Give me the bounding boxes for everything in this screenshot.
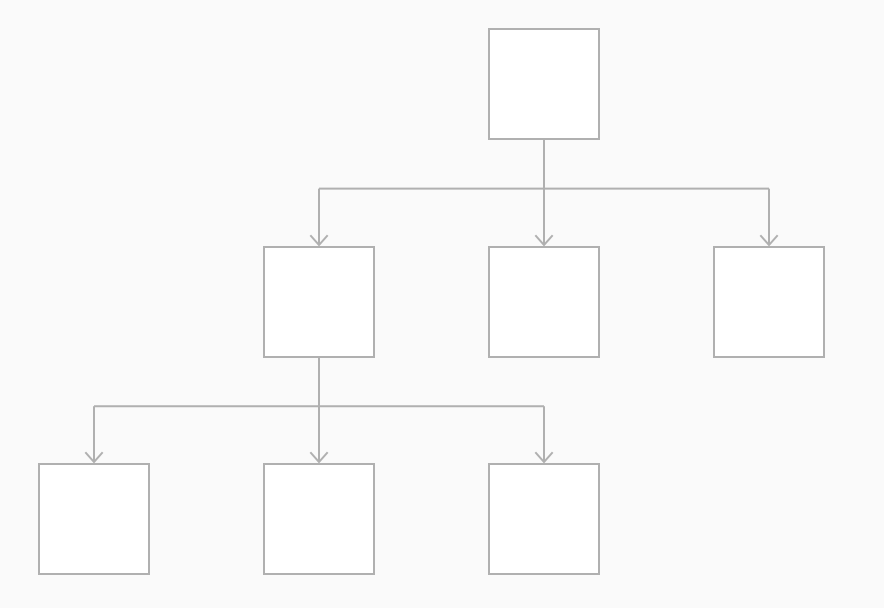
- node-grandchild-3: [488, 463, 600, 575]
- arrowhead-child-1: [309, 234, 329, 247]
- node-root: [488, 28, 600, 140]
- node-child-1: [263, 246, 375, 358]
- nodes-group: [38, 28, 825, 575]
- arrowhead-grandchild-1: [84, 451, 104, 464]
- edges-group: [84, 139, 779, 464]
- arrowhead-child-2: [534, 234, 554, 247]
- arrowhead-child-3: [759, 234, 779, 247]
- arrowhead-grandchild-3: [534, 451, 554, 464]
- node-grandchild-1: [38, 463, 150, 575]
- arrowhead-grandchild-2: [309, 451, 329, 464]
- node-grandchild-2: [263, 463, 375, 575]
- node-child-2: [488, 246, 600, 358]
- node-child-3: [713, 246, 825, 358]
